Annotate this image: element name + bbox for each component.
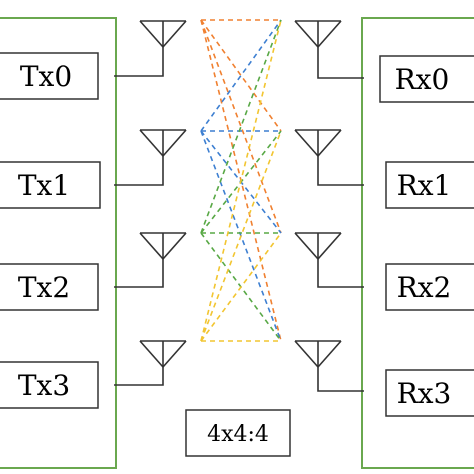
antenna-array bbox=[114, 20, 364, 392]
tx-label: Tx1 bbox=[18, 169, 70, 202]
tx-connector bbox=[114, 47, 164, 77]
tx-box-2: Tx2 bbox=[0, 263, 99, 311]
config-label: 4x4:4 bbox=[207, 422, 269, 447]
antenna-element bbox=[294, 20, 319, 48]
link-tx0-rx1 bbox=[200, 19, 282, 132]
tx-connector bbox=[114, 156, 164, 186]
antenna-element bbox=[317, 232, 342, 260]
rx-box-0: Rx0 bbox=[379, 55, 474, 103]
antenna-element bbox=[317, 340, 342, 368]
antenna-element bbox=[139, 20, 164, 48]
rx-label: Rx2 bbox=[397, 271, 452, 304]
antenna-element bbox=[139, 129, 164, 157]
tx-box-3: Tx3 bbox=[0, 361, 99, 409]
tx-antenna-icon bbox=[139, 340, 187, 368]
rx-label: Rx3 bbox=[397, 377, 452, 410]
tx-label: Tx0 bbox=[20, 60, 72, 93]
rx-box-1: Rx1 bbox=[385, 161, 474, 209]
rx-connector bbox=[317, 259, 364, 288]
transmitter-frame bbox=[0, 17, 117, 469]
rx-connector bbox=[317, 367, 364, 392]
link-tx2-rx0 bbox=[200, 19, 282, 234]
antenna-element bbox=[317, 129, 342, 157]
tx-antenna-icon bbox=[139, 129, 187, 157]
rx-connector bbox=[317, 47, 364, 79]
antenna-element bbox=[162, 340, 187, 368]
antenna-element bbox=[294, 129, 319, 157]
antenna-element bbox=[162, 232, 187, 260]
config-box: 4x4:4 bbox=[185, 409, 291, 457]
tx-connector bbox=[114, 367, 164, 386]
tx-label: Tx3 bbox=[18, 369, 70, 402]
rx-antenna-icon bbox=[294, 129, 342, 157]
antenna-element bbox=[294, 232, 319, 260]
receiver-frame bbox=[361, 17, 474, 469]
rx-label: Rx0 bbox=[395, 63, 450, 96]
rx-antenna-icon bbox=[294, 20, 342, 48]
rx-box-3: Rx3 bbox=[385, 369, 474, 417]
tx-antenna-icon bbox=[139, 232, 187, 260]
link-tx1-rx0 bbox=[200, 19, 282, 132]
antenna-element bbox=[162, 20, 187, 48]
antenna-element bbox=[162, 129, 187, 157]
link-tx3-rx1 bbox=[200, 130, 282, 342]
tx-box-0: Tx0 bbox=[0, 52, 99, 100]
rx-antenna-icon bbox=[294, 340, 342, 368]
tx-connector bbox=[114, 259, 164, 288]
rx-connector bbox=[317, 156, 364, 186]
signal-paths bbox=[200, 19, 282, 342]
antenna-element bbox=[317, 20, 342, 48]
tx-label: Tx2 bbox=[18, 271, 70, 304]
rx-antenna-icon bbox=[294, 232, 342, 260]
tx-antenna-icon bbox=[139, 20, 187, 48]
link-tx3-rx2 bbox=[200, 232, 282, 342]
antenna-element bbox=[139, 340, 164, 368]
antenna-element bbox=[294, 340, 319, 368]
antenna-element bbox=[139, 232, 164, 260]
link-tx0-rx2 bbox=[200, 19, 282, 234]
rx-box-2: Rx2 bbox=[385, 263, 474, 311]
tx-box-1: Tx1 bbox=[0, 161, 101, 209]
rx-label: Rx1 bbox=[397, 169, 452, 202]
link-tx3-rx0 bbox=[200, 19, 282, 342]
